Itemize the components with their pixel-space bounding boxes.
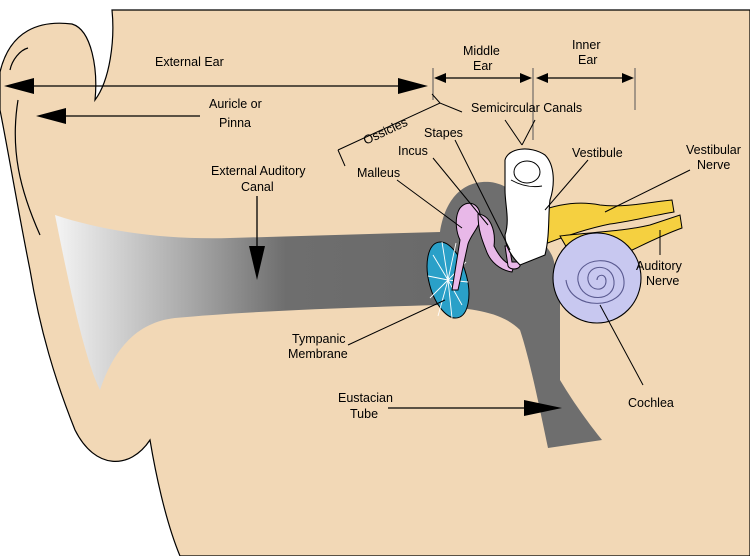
- label-external-auditory-canal-line2: Canal: [241, 180, 274, 194]
- label-vestibule: Vestibule: [572, 146, 623, 160]
- label-cochlea: Cochlea: [628, 396, 674, 410]
- label-middle-ear-line1: Middle: [463, 44, 500, 58]
- vestibular-nerve: [519, 199, 675, 247]
- label-inner-ear-line2: Ear: [578, 53, 597, 67]
- label-auricle-line2: Pinna: [219, 116, 251, 130]
- label-incus: Incus: [398, 144, 428, 158]
- canal-arrow: [249, 196, 265, 280]
- auricle-arrow: [36, 108, 200, 124]
- middle-ear-arrow: [434, 73, 532, 83]
- external-auditory-canal: [55, 215, 440, 390]
- label-auricle-line1: Auricle or: [209, 97, 262, 111]
- label-vestibular-nerve-line1: Vestibular: [686, 143, 741, 157]
- label-stapes: Stapes: [424, 126, 463, 140]
- label-inner-ear-line1: Inner: [572, 38, 601, 52]
- inner-ear-arrow: [536, 73, 634, 83]
- label-vestibular-nerve-line2: Nerve: [697, 158, 730, 172]
- label-external-auditory-canal-line1: External Auditory: [211, 164, 306, 178]
- label-tympanic-membrane-line2: Membrane: [288, 347, 348, 361]
- external-ear-arrow: [4, 78, 428, 94]
- cochlea-shape: [552, 232, 642, 324]
- malleus: [451, 202, 481, 291]
- auricle-ridge: [9, 47, 29, 71]
- label-eustachian-tube-line2: Tube: [350, 407, 378, 421]
- label-malleus: Malleus: [357, 166, 400, 180]
- label-middle-ear-line2: Ear: [473, 59, 492, 73]
- label-external-ear: External Ear: [155, 55, 224, 69]
- pointer-lines: [337, 93, 691, 386]
- label-tympanic-membrane-line1: Tympanic: [292, 332, 346, 346]
- auricle-fold: [14, 99, 41, 236]
- eustachian-arrow: [388, 400, 562, 416]
- label-auditory-nerve-line1: Auditory: [636, 259, 683, 273]
- label-semicircular-canals: Semicircular Canals: [471, 101, 582, 115]
- semicircular-canals: [504, 148, 554, 266]
- middle-ear-cavity: [440, 181, 602, 449]
- label-eustachian-tube-line1: Eustacian: [338, 391, 393, 405]
- label-auditory-nerve-line2: Nerve: [646, 274, 679, 288]
